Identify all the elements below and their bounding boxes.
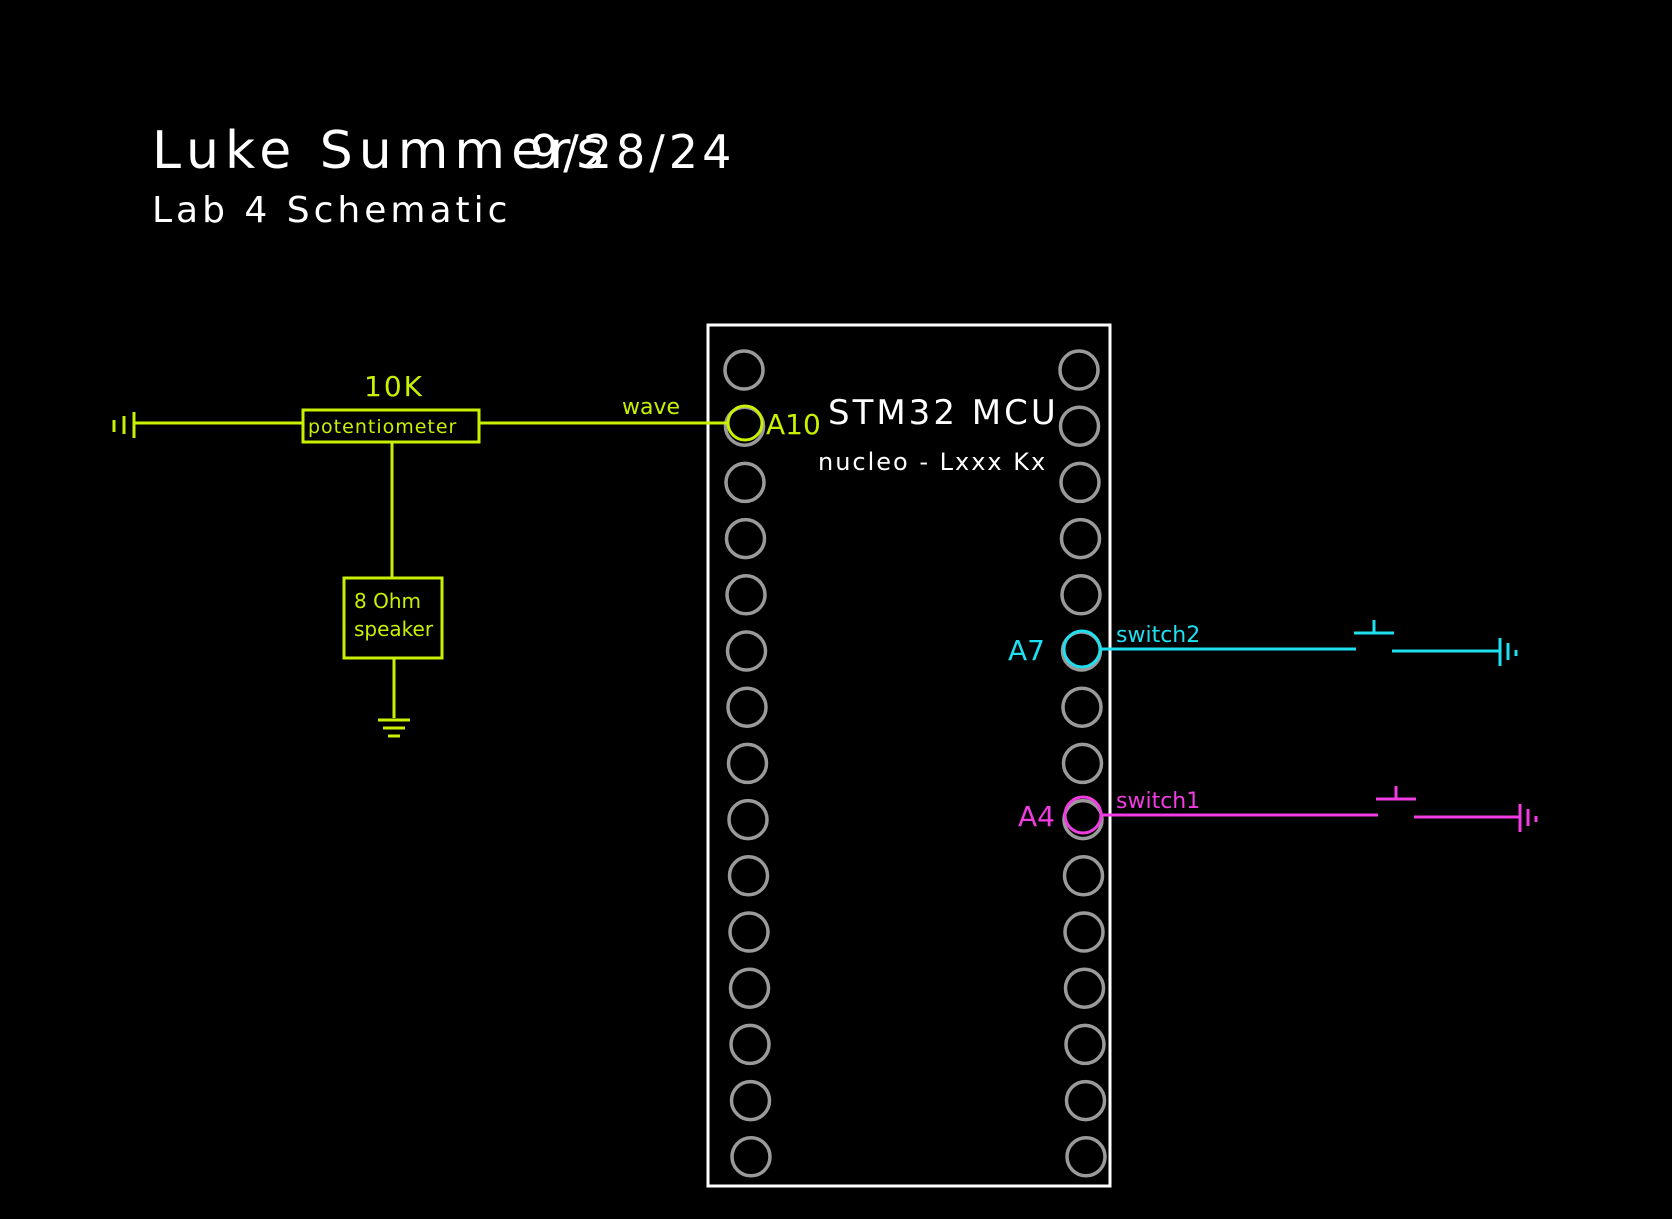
potentiometer-label: potentiometer bbox=[308, 416, 457, 438]
right-header-pin bbox=[1062, 798, 1104, 841]
left-header-pin bbox=[727, 798, 769, 841]
right-header-pin bbox=[1063, 911, 1105, 953]
left-header-pin bbox=[728, 967, 771, 1009]
left-header-pin bbox=[729, 1079, 772, 1122]
left-header-pin bbox=[723, 349, 765, 391]
left-header-pin bbox=[729, 1023, 771, 1066]
right-header-pin bbox=[1064, 1079, 1107, 1122]
left-header-pin bbox=[728, 911, 770, 953]
schematic-title: Lab 4 Schematic bbox=[152, 190, 511, 231]
right-header-pin bbox=[1061, 742, 1104, 785]
right-header-pin bbox=[1058, 349, 1100, 391]
right-header-pin bbox=[1063, 967, 1106, 1009]
right-header-pin bbox=[1064, 1023, 1106, 1066]
potentiometer-value: 10K bbox=[364, 370, 424, 403]
speaker-label-line2: speaker bbox=[354, 617, 434, 641]
right-header-pin bbox=[1061, 686, 1103, 728]
left-header-pin bbox=[725, 630, 768, 672]
pin-a4-label: A4 bbox=[1018, 800, 1055, 833]
right-header-pin bbox=[1059, 517, 1102, 560]
switch2-net-label: switch2 bbox=[1116, 623, 1200, 648]
left-header-pin bbox=[726, 742, 769, 785]
mcu-name: STM32 MCU bbox=[828, 393, 1059, 433]
wave-net-label: wave bbox=[622, 395, 680, 420]
left-header-pin bbox=[726, 686, 768, 728]
left-header-pin bbox=[727, 855, 770, 897]
pin-a4-highlight bbox=[1063, 795, 1103, 835]
mcu-board-outline bbox=[706, 323, 1112, 1188]
right-header-pin bbox=[1059, 461, 1101, 504]
left-header-pin bbox=[725, 574, 767, 616]
left-header-pin bbox=[724, 517, 767, 560]
right-header-pin bbox=[1058, 405, 1101, 447]
date-label: 9/28/24 bbox=[530, 125, 735, 179]
right-header-pin bbox=[1062, 855, 1105, 897]
switch1-net-label: switch1 bbox=[1116, 789, 1200, 814]
left-pin-header bbox=[723, 349, 772, 1178]
right-pin-header bbox=[1058, 349, 1107, 1178]
pin-a7-label: A7 bbox=[1008, 634, 1045, 667]
author-name: Luke Summers bbox=[152, 121, 610, 181]
left-header-pin bbox=[730, 1136, 772, 1178]
switch1-circuit bbox=[1063, 786, 1538, 835]
switch2-circuit bbox=[1062, 620, 1518, 669]
speaker-label-line1: 8 Ohm bbox=[354, 589, 421, 613]
wave-circuit bbox=[112, 404, 764, 738]
right-header-pin bbox=[1065, 1136, 1107, 1178]
pin-a7-highlight bbox=[1062, 629, 1102, 669]
left-header-pin bbox=[724, 461, 766, 504]
pin-a10-label: A10 bbox=[766, 408, 821, 441]
mcu-board-name: nucleo - Lxxx Kx bbox=[818, 448, 1047, 476]
right-header-pin bbox=[1060, 574, 1102, 616]
pin-a10-highlight bbox=[726, 404, 764, 442]
